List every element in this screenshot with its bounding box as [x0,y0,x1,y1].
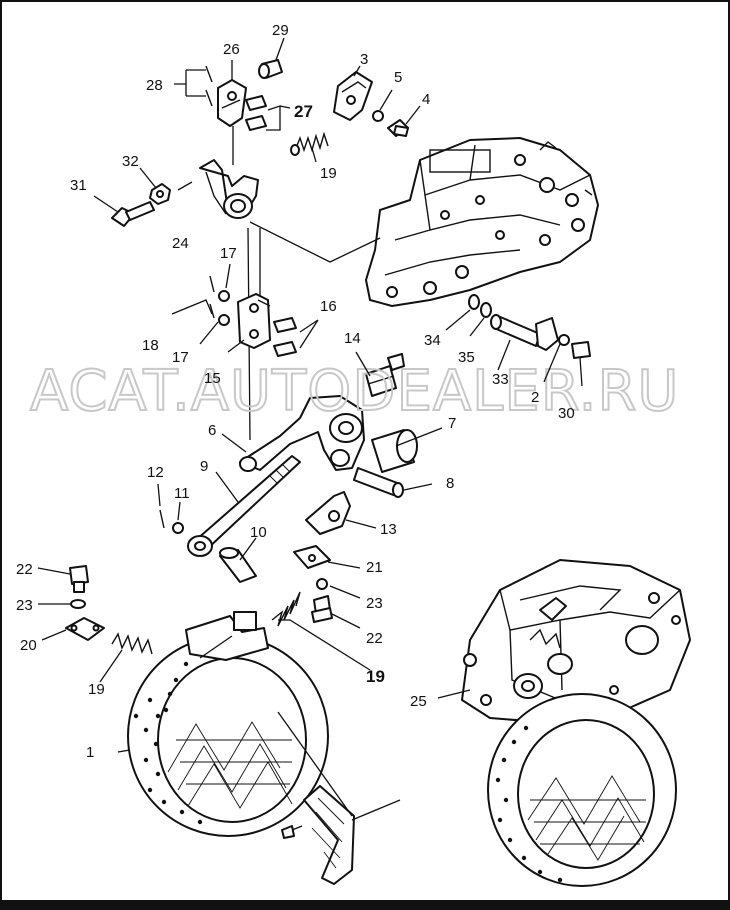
callout-17-lower: 17 [172,349,189,366]
part-30-bolt [571,341,591,359]
watermark-text: ACAT.AUTODEALER.RU [30,359,679,424]
part-22-bolt-left [69,565,89,593]
guide-line [249,221,381,263]
callout-26: 26 [223,41,240,58]
part-31-bolt [111,201,155,227]
callout-16: 16 [320,298,337,315]
callout-31: 31 [70,177,87,194]
part-20-plate [65,617,105,641]
callout-18: 18 [142,337,159,354]
callout-2: 2 [531,389,539,406]
callout-labels: 1 2 3 4 5 6 7 8 9 10 11 12 13 14 15 16 1… [16,22,575,761]
callout-19-top: 19 [320,165,337,182]
callout-5: 5 [394,69,402,86]
part-24-lever [199,159,259,219]
part-15-link [237,293,271,349]
guide-lining [351,799,401,821]
leader-lines [37,37,583,753]
part-27-pins [245,95,267,131]
part-5-washer [372,110,384,122]
bottom-bar [0,900,730,910]
part-11-washer [172,522,184,534]
callout-32: 32 [122,153,139,170]
callout-11: 11 [174,485,190,502]
callout-3: 3 [360,51,368,68]
callout-20: 20 [20,637,37,654]
callout-9: 9 [200,458,208,475]
part-10-pin [219,547,257,583]
part-28-cotter [205,65,213,107]
callout-22-right: 22 [366,630,383,647]
callout-1: 1 [86,744,94,761]
part-34-oring [468,294,480,310]
callout-8: 8 [446,475,454,492]
callout-4: 4 [422,91,430,108]
part-6-lever [239,395,365,472]
callout-13: 13 [380,521,397,538]
part-18-cotters [209,275,215,319]
brake-housing [365,137,599,307]
guide-band-lining [277,711,353,817]
part-17-washer-upper [218,290,230,302]
part-16-pins [273,317,297,357]
callout-27: 27 [294,102,313,121]
part-13-bracket [305,491,351,535]
callout-10: 10 [250,524,267,541]
part-8-pin [353,467,404,498]
part-19-spring-top [290,131,329,156]
part-4-bolt [387,119,409,137]
callout-30: 30 [558,405,575,422]
part-23-washer-right [316,578,328,590]
callout-34: 34 [424,332,441,349]
part-19-spring-middle [271,591,301,627]
lining-bolt [281,825,303,839]
callout-19-left: 19 [88,681,105,698]
callout-21: 21 [366,559,383,576]
part-14-pin [365,353,405,397]
part-1-brake-band [127,611,329,837]
callout-17-upper: 17 [220,245,237,262]
part-3-bracket [333,71,373,121]
part-7-roller [371,429,418,473]
callout-28: 28 [146,77,163,94]
part-25-assembly [461,559,691,887]
callout-29: 29 [272,22,289,39]
callout-15: 15 [204,370,221,387]
callout-7: 7 [448,415,456,432]
part-29-bushing [258,59,283,79]
part-2-washer [558,334,570,346]
part-21-plate [293,545,331,569]
part-17-washer-lower [218,314,230,326]
part-22-bolt-right [311,595,333,623]
part-33-shaft [490,314,559,351]
callout-23-right: 23 [366,595,383,612]
callout-25: 25 [410,693,427,710]
axis-line-32 [177,181,193,191]
callout-22-left: 22 [16,561,33,578]
part-32-nut [149,183,171,205]
callout-23-left: 23 [16,597,33,614]
brake-lining-segment [303,785,355,885]
callout-24: 24 [172,235,189,252]
part-9-rod [187,455,301,557]
callout-12: 12 [147,464,164,481]
callout-35: 35 [458,349,475,366]
part-19-spring-left [111,632,153,655]
callout-33: 33 [492,371,509,388]
part-26-clevis [217,79,247,127]
callout-19-middle: 19 [366,667,385,686]
callout-14: 14 [344,330,361,347]
part-23-washer-left [70,599,86,609]
part-35-oring [480,302,492,318]
callout-6: 6 [208,422,216,439]
guide-band-top [199,635,233,659]
part-12-cotter [159,509,165,529]
